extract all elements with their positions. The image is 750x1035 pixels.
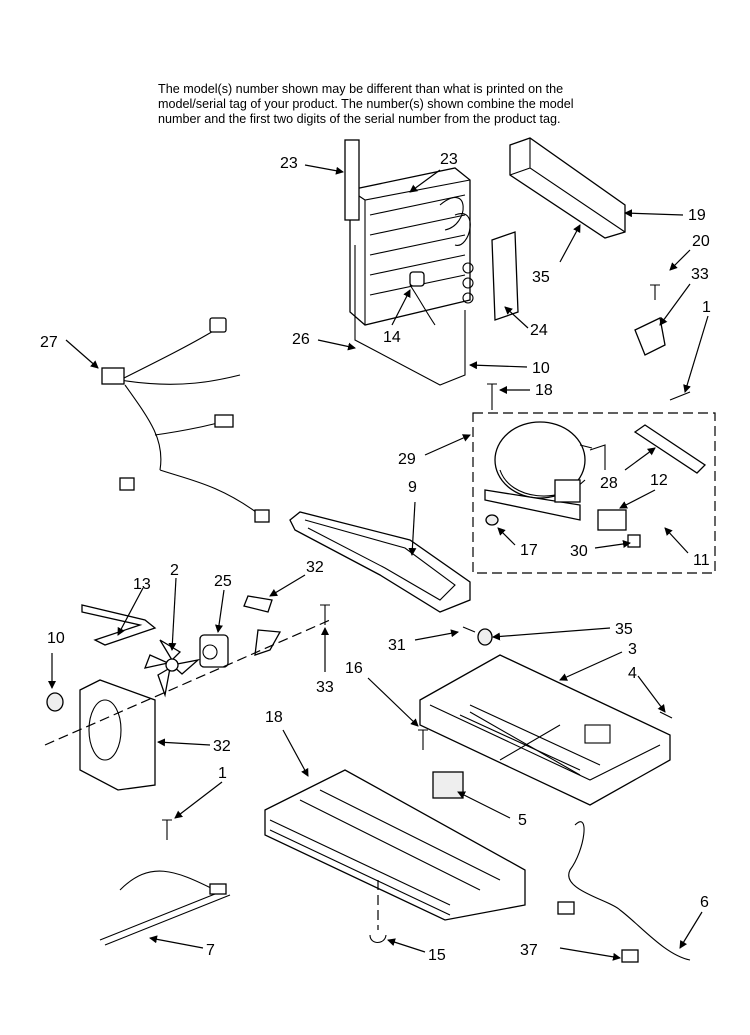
callout-30: 31 bbox=[388, 637, 406, 654]
callout-10: 10 bbox=[532, 360, 550, 377]
notice-line-1: The model(s) number shown may be differe… bbox=[158, 82, 564, 96]
screw-21 bbox=[650, 284, 660, 300]
grommet bbox=[485, 514, 499, 526]
screw-16 bbox=[418, 729, 428, 750]
callout-16: 16 bbox=[345, 660, 363, 677]
overload-relay bbox=[597, 509, 627, 531]
callout-6: 6 bbox=[700, 894, 709, 911]
callout-31: 32 bbox=[213, 738, 231, 755]
drain-tube bbox=[568, 821, 691, 961]
fan-assembly-centerline bbox=[44, 619, 331, 746]
callout-3: 3 bbox=[628, 641, 637, 658]
callout-32: 32 bbox=[306, 559, 324, 576]
callout-23b: 24 bbox=[530, 322, 548, 339]
screw-4 bbox=[659, 711, 673, 719]
callout-4: 4 bbox=[628, 665, 637, 682]
drain-trough bbox=[509, 137, 626, 239]
screw-1-lower bbox=[162, 819, 172, 840]
plug-9 bbox=[46, 692, 64, 712]
callout-11: 11 bbox=[693, 552, 710, 569]
callout-17: 17 bbox=[520, 542, 538, 559]
screw-30 bbox=[462, 626, 476, 633]
callout-36: 35 bbox=[532, 269, 550, 286]
callout-labels: 23 23 19 35 20 33 1 24 14 26 10 18 27 29… bbox=[40, 151, 711, 964]
callout-5: 5 bbox=[518, 812, 527, 829]
drain-clip-37a bbox=[557, 901, 575, 915]
wire-harness-7 bbox=[99, 870, 231, 946]
motor-mount-32 bbox=[243, 595, 273, 613]
notice-line-3: number and the first two digits of the s… bbox=[158, 112, 561, 126]
compressor bbox=[484, 421, 606, 521]
fan-motor bbox=[199, 634, 229, 668]
callout-25: 26 bbox=[292, 331, 310, 348]
wire-harness bbox=[101, 317, 270, 523]
callout-1a: 1 bbox=[702, 299, 711, 316]
callout-15: 15 bbox=[428, 947, 446, 964]
callout-34: 33 bbox=[691, 266, 709, 283]
motor-mount-lower bbox=[254, 629, 282, 656]
callout-33: 33 bbox=[316, 679, 334, 696]
fan-shroud bbox=[79, 679, 156, 791]
callout-26: 27 bbox=[40, 334, 58, 351]
capacitor-5 bbox=[432, 771, 464, 799]
callout-7: 7 bbox=[206, 942, 215, 959]
drain-clip-37b bbox=[621, 949, 639, 963]
gasket-13 bbox=[81, 604, 157, 646]
compressor-assembly-outline bbox=[472, 412, 716, 574]
callout-27: 28 bbox=[600, 475, 618, 492]
part-drawings bbox=[44, 137, 716, 963]
grommet-35 bbox=[477, 628, 493, 646]
callout-13: 13 bbox=[133, 576, 151, 593]
screw-1-upper bbox=[669, 391, 691, 401]
callout-20: 19 bbox=[688, 207, 706, 224]
callout-23a: 23 bbox=[280, 155, 298, 172]
callout-19: 18 bbox=[535, 382, 553, 399]
callout-12: 12 bbox=[650, 472, 668, 489]
callout-1b: 1 bbox=[218, 765, 227, 782]
callout-28: 29 bbox=[398, 451, 416, 468]
callout-9: 10 bbox=[47, 630, 65, 647]
callout-29: 30 bbox=[570, 543, 588, 560]
callout-8: 9 bbox=[408, 479, 417, 496]
notice-line-2: model/serial tag of your product. The nu… bbox=[158, 97, 574, 111]
model-number-notice: The model(s) number shown may be differe… bbox=[158, 82, 618, 127]
defrost-thermostat bbox=[409, 271, 436, 326]
callout-21: 20 bbox=[692, 233, 710, 250]
filter-drier bbox=[633, 424, 707, 474]
condenser-coil bbox=[264, 769, 526, 921]
callout-2: 2 bbox=[170, 562, 179, 579]
callout-14: 14 bbox=[383, 329, 401, 346]
leader-lines bbox=[48, 164, 709, 961]
clip-15 bbox=[369, 934, 387, 944]
coil-bracket-right bbox=[491, 231, 519, 321]
relay-cap bbox=[627, 534, 641, 548]
callout-22: 23 bbox=[440, 151, 458, 168]
defrost-heater-loop bbox=[354, 245, 466, 386]
bracket-34 bbox=[634, 317, 666, 356]
machine-compartment-base bbox=[419, 654, 671, 806]
screw-19 bbox=[487, 383, 497, 410]
callout-18: 18 bbox=[265, 709, 283, 726]
callout-37: 37 bbox=[520, 942, 538, 959]
callout-35: 35 bbox=[615, 621, 633, 638]
evaporator-coil bbox=[344, 139, 474, 326]
compressor-cover-tray bbox=[289, 511, 471, 613]
callout-24: 25 bbox=[214, 573, 232, 590]
